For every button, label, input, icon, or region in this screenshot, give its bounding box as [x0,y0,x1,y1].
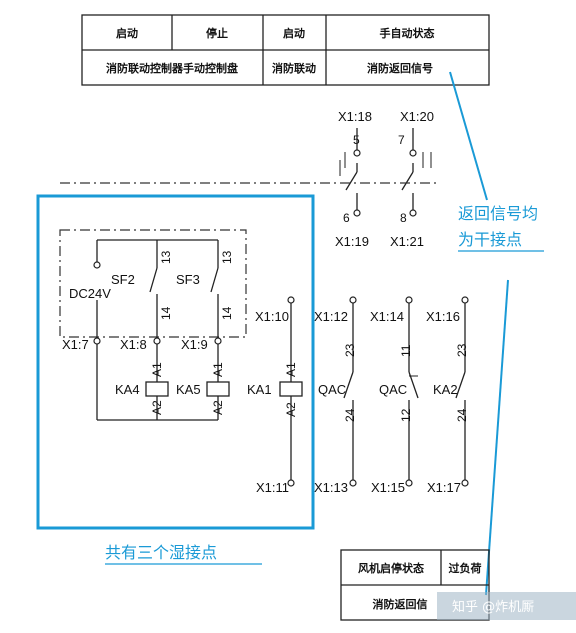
sf3-label: SF3 [176,272,200,287]
x1-10-label: X1:10 [255,309,289,324]
bottom-row-return: 消防返回信 [373,597,428,611]
ka2-pin-23: 23 [455,343,469,357]
top-row-return: 消防返回信号 [367,61,433,75]
bottom-header-overload: 过负荷 [449,561,482,575]
sf3-pin-14: 14 [220,306,234,320]
dry-contact-note-line2: 为干接点 [458,230,522,249]
c2-bottom-label: X1:21 [390,234,424,249]
sf3-pin-13: 13 [220,250,234,264]
ka4-label: KA4 [115,382,140,397]
watermark: 知乎 @炸机厮 [437,592,576,620]
c1-pin-bottom: 6 [343,211,350,225]
c2-pin-top: 7 [398,133,405,147]
c1-top-label: X1:18 [338,109,372,124]
x1-16-label: X1:16 [426,309,460,324]
ka2-label: KA2 [433,382,458,397]
ka5-a1: A1 [211,362,225,377]
wet-contact-note: 共有三个湿接点 [105,543,217,562]
bottom-header-fan: 风机启停状态 [358,561,424,575]
ka1-label: KA1 [247,382,272,397]
ka5-coil [206,381,230,397]
dry-contact-note: 返回信号均 为干接点 [449,71,544,596]
qac1-pin-24: 24 [343,408,357,422]
top-header-mode: 手自动状态 [380,26,435,40]
top-header-start-2: 启动 [283,26,305,40]
top-table: 启动 停止 启动 手自动状态 消防联动控制器手动控制盘 消防联动 消防返回信号 [81,14,490,86]
wet-contact-box [36,194,315,530]
qac2-pin-11: 11 [399,344,413,357]
x1-13-label: X1:13 [314,480,348,495]
c2-top-label: X1:20 [400,109,434,124]
watermark-text: 知乎 @炸机厮 [452,599,534,615]
ka1-a1: A1 [284,362,298,377]
dc24v-label: DC24V [69,286,111,301]
manual-panel-circuit: DC24V SF2 13 14 SF3 13 14 X1:7 X1:8 X1:9… [59,229,247,421]
qac2-label: QAC [379,382,407,397]
sf2-label: SF2 [111,272,135,287]
c1-bottom-label: X1:19 [335,234,369,249]
dry-contact-note-line1: 返回信号均 [458,204,538,223]
qac1-label: QAC [318,382,346,397]
top-row-linkage: 消防联动 [272,61,316,75]
ka1-coil [279,381,303,397]
output-contacts: X1:12 QAC 23 24 X1:13 X1:14 QAC 11 12 X1… [314,296,469,495]
top-row-manual-panel: 消防联动控制器手动控制盘 [106,61,238,75]
c2-pin-bottom: 8 [400,211,407,225]
top-header-start-1: 启动 [116,26,138,40]
qac2-pin-12: 12 [399,408,413,422]
ka5-label: KA5 [176,382,201,397]
x1-11-label: X1:11 [256,480,289,495]
ka4-coil [145,381,169,397]
x1-9-label: X1:9 [181,337,208,352]
top-header-stop: 停止 [206,26,228,40]
sf2-pin-14: 14 [159,306,173,320]
return-contacts: X1:18 X1:20 5 7 6 8 X1:19 X1:21 [335,109,434,249]
qac1-pin-23: 23 [343,343,357,357]
ka2-pin-24: 24 [455,408,469,422]
x1-12-label: X1:12 [314,309,348,324]
x1-15-label: X1:15 [371,480,405,495]
x1-7-label: X1:7 [62,337,89,352]
ka4-a1: A1 [150,362,164,377]
bottom-table: 风机启停状态 过负荷 消防返回信 [340,549,490,621]
x1-17-label: X1:17 [427,480,461,495]
x1-14-label: X1:14 [370,309,404,324]
x1-8-label: X1:8 [120,337,147,352]
sf2-pin-13: 13 [159,250,173,264]
ka1-circuit: X1:10 KA1 A1 A2 X1:11 [247,296,303,495]
